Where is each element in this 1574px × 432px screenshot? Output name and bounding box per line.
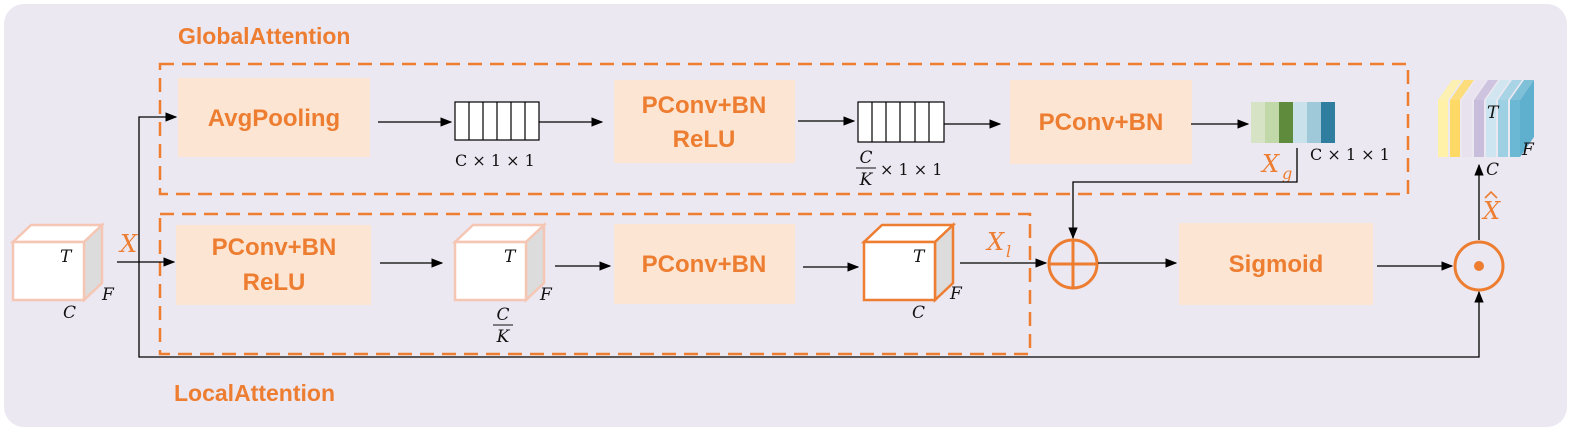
vector-strip-1 <box>454 101 540 141</box>
reduced-cube-c-den: K <box>496 327 511 347</box>
local-pconv-bn-2-label: PConv+BN <box>642 251 767 278</box>
reduced-cube-c: C K <box>493 305 513 347</box>
reduced-cube-c-num: C <box>496 305 509 325</box>
global-pconv-bn-label: PConv+BN <box>642 92 767 119</box>
xg-strip-cell <box>1251 102 1265 143</box>
local-pconv-bn-relu-block: PConv+BN ReLU <box>176 225 371 305</box>
reduced-feature-cube <box>451 222 548 303</box>
xl-label-base: X <box>985 228 1005 256</box>
vector-strip-2 <box>857 101 945 143</box>
vector-2-dims-rest: × 1 × 1 <box>880 160 942 179</box>
multiply-operator-icon <box>1453 240 1505 292</box>
output-slab <box>1474 80 1498 157</box>
xg-label-sub: g <box>1282 164 1292 183</box>
add-operator-icon <box>1047 238 1099 290</box>
local-cube-f: F <box>949 284 963 304</box>
output-slab <box>1510 80 1534 157</box>
vector-3-dims: C × 1 × 1 <box>1310 145 1390 164</box>
connectors <box>117 112 1484 358</box>
local-pconv-bn-block: PConv+BN <box>614 224 795 304</box>
xg-strip-cell <box>1265 102 1279 143</box>
global-relu-label: ReLU <box>673 126 736 153</box>
background-panel <box>4 4 1567 427</box>
reduced-cube-f: F <box>539 285 553 305</box>
global-attention-title: GlobalAttention <box>178 23 350 49</box>
input-cube-c: C <box>63 303 76 323</box>
input-cube <box>9 222 106 303</box>
output-slab <box>1462 80 1486 157</box>
output-xhat-base: X <box>1481 197 1501 225</box>
output-slab <box>1498 80 1522 157</box>
output-cube-f: F <box>1521 140 1535 160</box>
local-attention-box <box>158 212 1032 356</box>
xg-label: X g <box>1260 150 1292 183</box>
xg-strip-cell <box>1279 102 1293 143</box>
local-attention-cube <box>860 222 957 303</box>
input-cube-t: T <box>60 247 73 267</box>
global-attention-strip <box>1251 102 1335 143</box>
output-cube-t: T <box>1487 103 1500 123</box>
output-cube-c: C <box>1486 160 1499 180</box>
global-pconv-bn-relu-block: PConv+BN ReLU <box>614 80 795 163</box>
vector-2-dims-num: C <box>859 148 872 168</box>
avgpooling-block: AvgPooling <box>178 78 370 157</box>
local-cube-t: T <box>913 247 926 267</box>
global-pconv-bn-2-label: PConv+BN <box>1039 109 1164 136</box>
reduced-cube-t: T <box>504 247 517 267</box>
local-relu-label: ReLU <box>243 269 306 296</box>
global-attention-box <box>158 62 1410 196</box>
output-slab <box>1438 80 1462 157</box>
xl-label: X l <box>985 228 1011 261</box>
local-cube-c: C <box>912 303 925 323</box>
input-x-label: X <box>118 230 138 258</box>
local-pconv-bn-label: PConv+BN <box>212 234 337 261</box>
output-xhat-label: X <box>1481 190 1501 225</box>
xg-label-base: X <box>1260 150 1280 178</box>
sigmoid-block: Sigmoid <box>1179 223 1373 305</box>
xg-strip-cell <box>1293 102 1307 143</box>
xl-label-sub: l <box>1006 242 1011 261</box>
local-attention-title: LocalAttention <box>174 380 335 406</box>
output-slab <box>1450 80 1474 157</box>
xg-strip-cell <box>1321 102 1335 143</box>
avgpooling-label: AvgPooling <box>208 105 340 132</box>
output-tensor <box>1438 80 1534 157</box>
global-pconv-bn-block: PConv+BN <box>1010 80 1192 164</box>
line-input-to-global <box>138 112 178 262</box>
vector-1-dims: C × 1 × 1 <box>455 151 535 170</box>
vector-2-dims: C K × 1 × 1 <box>856 148 942 190</box>
sigmoid-label: Sigmoid <box>1229 251 1324 278</box>
xg-strip-cell <box>1307 102 1321 143</box>
line-xg-to-add <box>1068 148 1298 240</box>
line-input-skip <box>138 262 1484 358</box>
vector-2-dims-den: K <box>859 170 874 190</box>
input-cube-f: F <box>101 285 115 305</box>
output-slab <box>1486 80 1510 157</box>
